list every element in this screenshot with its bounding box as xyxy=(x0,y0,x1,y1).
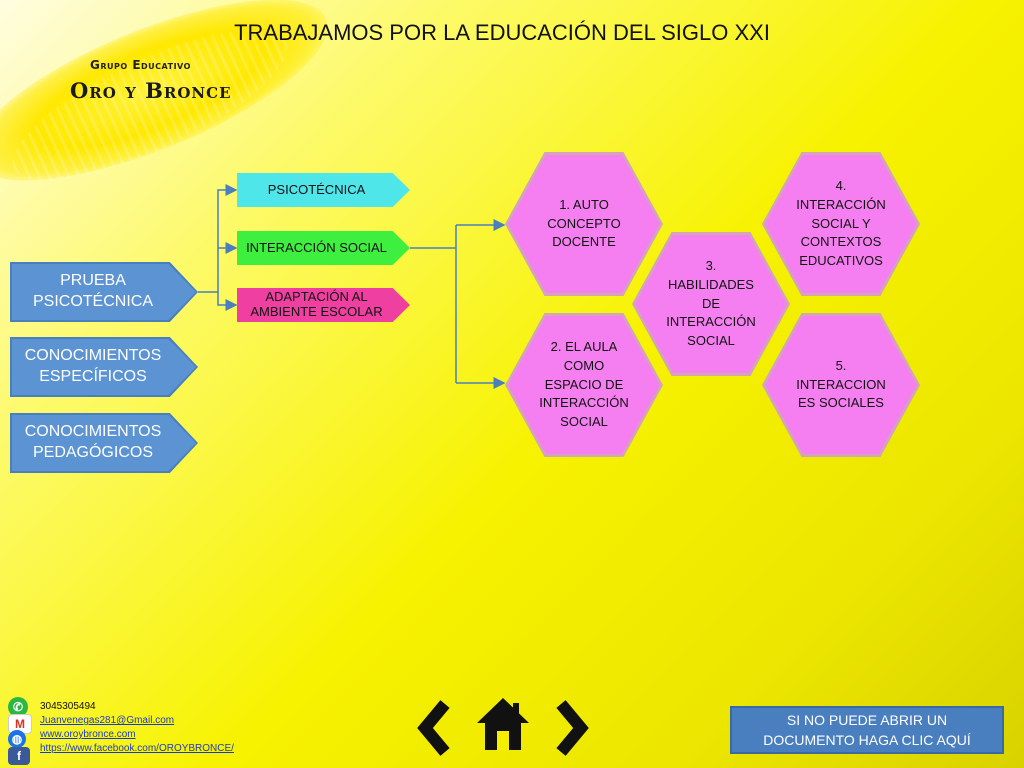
adaptacion-ambiente-escolar-tag-button[interactable]: ADAPTACIÓN AL AMBIENTE ESCOLAR xyxy=(237,288,410,322)
button-label-line: CONOCIMIENTOS xyxy=(24,347,162,365)
hex-text-line: INTERACCION xyxy=(796,376,886,392)
open-document-help-button[interactable]: SI NO PUEDE ABRIR UN DOCUMENTO HAGA CLIC… xyxy=(730,706,1004,754)
hex-text-line: CONCEPTO xyxy=(547,215,621,231)
psicotecnica-tag-button[interactable]: PSICOTÉCNICA xyxy=(237,173,410,207)
conocimientos-pedagogicos-button[interactable]: CONOCIMIENTOS PEDAGÓGICOS xyxy=(10,413,198,473)
button-label-line: PSICOTÉCNICA xyxy=(32,293,153,310)
hex-text-line: 4. xyxy=(835,177,847,193)
navigation-bar xyxy=(415,695,595,760)
button-label-line: PRUEBA xyxy=(60,272,126,290)
hex-text-line: COMO xyxy=(563,357,605,373)
tag-label: PSICOTÉCNICA xyxy=(267,181,366,197)
contact-facebook-link[interactable]: https://www.facebook.com/OROYBRONCE/ xyxy=(40,743,234,754)
hex-text-line: CONTEXTOS xyxy=(800,234,882,250)
tag-label-line: AMBIENTE ESCOLAR xyxy=(250,304,383,319)
contact-web-link[interactable]: www.oroybronce.com xyxy=(40,729,136,740)
hex-text-line: INTERACCIÓN xyxy=(796,196,886,212)
tag-label: INTERACCIÓN SOCIAL xyxy=(246,239,387,255)
facebook-icon: f xyxy=(8,747,30,765)
hex-text-line: SOCIAL xyxy=(560,414,608,430)
button-label-line: CONOCIMIENTOS xyxy=(24,423,162,441)
hex-text-line: ESPACIO DE xyxy=(544,376,624,392)
hex-text-line: SOCIAL Y xyxy=(811,215,871,231)
hex-text-line: HABILIDADES xyxy=(668,276,754,292)
page-title: TRABAJAMOS POR LA EDUCACIÓN DEL SIGLO XX… xyxy=(234,20,770,45)
hex-text-line: DOCENTE xyxy=(552,234,616,250)
hex-text-line: 5. xyxy=(835,357,847,373)
tag-label-line: ADAPTACIÓN AL xyxy=(265,289,368,305)
hex-text-line: ES SOCIALES xyxy=(798,395,884,411)
help-button-line: DOCUMENTO HAGA CLIC AQUÍ xyxy=(763,732,971,748)
interaccion-social-tag-button[interactable]: INTERACCIÓN SOCIAL xyxy=(237,231,410,265)
hex-text-line: INTERACCIÓN xyxy=(666,314,756,330)
conocimientos-especificos-button[interactable]: CONOCIMIENTOS ESPECÍFICOS xyxy=(10,337,198,397)
chevron-left-icon[interactable] xyxy=(415,700,459,756)
hex-text-line: INTERACCIÓN xyxy=(539,395,629,411)
brand-subtitle: Grupo Educativo xyxy=(90,58,191,72)
hex-text-line: 1. AUTO xyxy=(559,196,609,212)
hex-text-line: SOCIAL xyxy=(687,333,735,349)
prueba-psicotecnica-button[interactable]: PRUEBA PSICOTÉCNICA xyxy=(10,262,198,322)
hex-text-line: DE xyxy=(701,295,721,311)
whatsapp-icon: ✆ xyxy=(8,697,28,717)
contact-phone: 3045305494 xyxy=(40,701,96,712)
home-icon[interactable] xyxy=(475,695,531,753)
contact-email-link[interactable]: Juanvenegas281@Gmail.com xyxy=(40,715,175,726)
hex-text-line: 3. xyxy=(705,257,717,273)
hex-text-line: EDUCATIVOS xyxy=(799,253,883,269)
brand-logo-text: Oro y Bronce xyxy=(70,78,232,103)
chevron-right-icon[interactable] xyxy=(547,700,591,756)
help-button-line: SI NO PUEDE ABRIR UN xyxy=(786,711,948,728)
button-label-line: ESPECÍFICOS xyxy=(39,368,147,385)
button-label-line: PEDAGÓGICOS xyxy=(32,444,153,461)
hex-text-line: 2. EL AULA xyxy=(550,338,618,354)
globe-icon: ◍ xyxy=(8,730,26,748)
